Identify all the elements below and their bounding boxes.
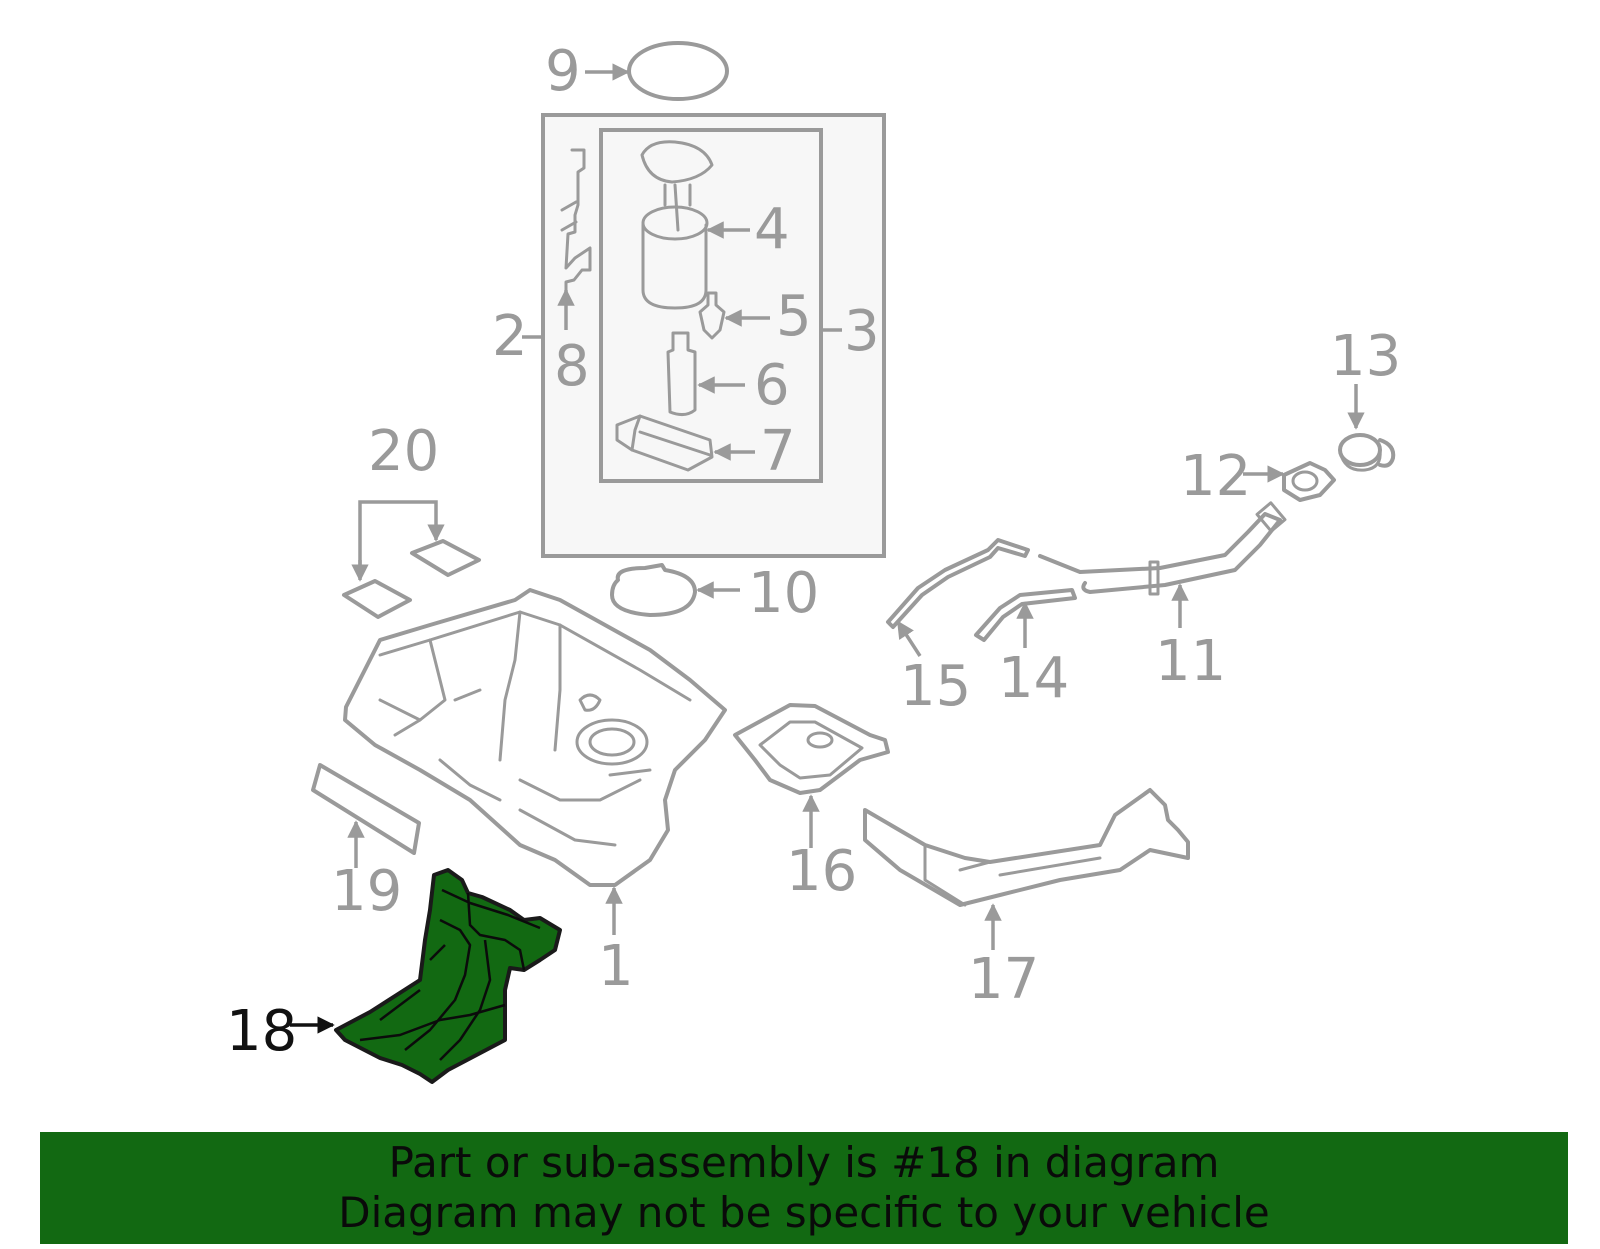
callout-13[interactable]: 13 xyxy=(1330,324,1401,430)
callout-20[interactable]: 20 xyxy=(351,419,445,582)
callout-2-label: 2 xyxy=(492,304,528,369)
callout-14-label: 14 xyxy=(998,646,1069,711)
part-19-insulator-strip xyxy=(311,763,421,855)
callout-5-label: 5 xyxy=(776,284,812,349)
part-13-fuel-cap xyxy=(1338,433,1396,472)
callout-18-label: 18 xyxy=(226,999,297,1064)
part-18-highlighted-shield[interactable] xyxy=(334,868,562,1084)
part-16-heat-shield xyxy=(733,703,890,795)
callout-6-label: 6 xyxy=(754,353,790,418)
callout-7[interactable]: 7 xyxy=(713,419,796,484)
callout-9[interactable]: 9 xyxy=(545,39,630,104)
callout-15-label: 15 xyxy=(900,654,971,719)
part-17-tank-bracket xyxy=(863,788,1190,907)
callout-8[interactable]: 8 xyxy=(554,288,590,399)
callout-7-label: 7 xyxy=(760,419,796,484)
part-11-filler-pipe xyxy=(1038,501,1287,596)
part-12-filler-gasket xyxy=(1282,461,1336,502)
callout-16-label: 16 xyxy=(786,839,857,904)
callout-13-label: 13 xyxy=(1330,324,1401,389)
info-banner: Part or sub-assembly is #18 in diagram D… xyxy=(40,1132,1568,1244)
part-20-insulator-pads xyxy=(342,539,481,619)
part-9-seal-ring xyxy=(627,41,729,101)
callout-14[interactable]: 14 xyxy=(998,601,1069,711)
callout-17-label: 17 xyxy=(968,947,1039,1012)
callout-19[interactable]: 19 xyxy=(331,820,402,924)
callout-10-label: 10 xyxy=(748,561,819,626)
banner-part-notice: Part or sub-assembly is #18 in diagram xyxy=(388,1138,1220,1187)
callout-4[interactable]: 4 xyxy=(706,197,790,262)
callout-8-label: 8 xyxy=(554,334,590,399)
callout-9-label: 9 xyxy=(545,39,581,104)
callout-6[interactable]: 6 xyxy=(697,353,790,418)
callout-12[interactable]: 12 xyxy=(1180,444,1285,509)
callout-11[interactable]: 11 xyxy=(1155,583,1226,694)
callout-3-label: 3 xyxy=(844,299,880,364)
callout-11-label: 11 xyxy=(1155,629,1226,694)
callout-10[interactable]: 10 xyxy=(696,561,819,626)
callout-15[interactable]: 15 xyxy=(896,620,971,719)
callout-18[interactable]: 18 xyxy=(226,999,335,1064)
part-7-fuel-strainer xyxy=(615,414,714,472)
part-10-lock-ring xyxy=(610,563,697,617)
callout-5[interactable]: 5 xyxy=(724,284,812,349)
part-6-fuel-pump xyxy=(666,331,697,417)
callout-16[interactable]: 16 xyxy=(786,794,857,904)
callout-1-label: 1 xyxy=(598,934,634,999)
callout-2[interactable]: 2 xyxy=(492,304,543,369)
callout-12-label: 12 xyxy=(1180,444,1251,509)
callout-17[interactable]: 17 xyxy=(968,903,1039,1012)
callout-4-label: 4 xyxy=(754,197,790,262)
callout-3[interactable]: 3 xyxy=(821,299,880,364)
part-8-fuel-level-sender xyxy=(560,148,592,292)
banner-disclaimer: Diagram may not be specific to your vehi… xyxy=(338,1188,1270,1237)
part-14-vent-hose xyxy=(974,588,1077,642)
callout-1[interactable]: 1 xyxy=(598,886,634,999)
callout-19-label: 19 xyxy=(331,859,402,924)
part-1-fuel-tank xyxy=(343,588,727,887)
part-15-breather-tube xyxy=(886,538,1030,629)
callout-20-label: 20 xyxy=(368,419,439,484)
part-5-pressure-regulator xyxy=(698,291,726,340)
